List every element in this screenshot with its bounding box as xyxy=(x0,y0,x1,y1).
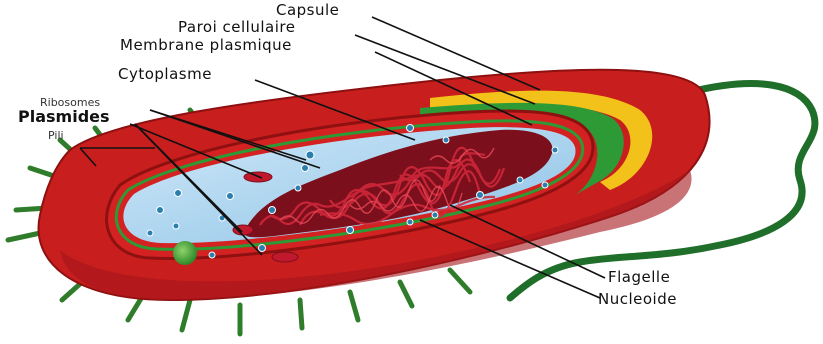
label-membrane-plasmique: Membrane plasmique xyxy=(120,38,292,53)
label-cytoplasme: Cytoplasme xyxy=(118,67,212,82)
label-capsule: Capsule xyxy=(276,3,339,18)
label-flagelle: Flagelle xyxy=(608,270,670,285)
granule xyxy=(173,241,197,265)
label-nucleoide: Nucleoide xyxy=(598,292,677,307)
label-pili: Pili xyxy=(48,130,64,141)
label-plasmides: Plasmides xyxy=(18,109,110,125)
label-paroi-cellulaire: Paroi cellulaire xyxy=(178,20,295,35)
